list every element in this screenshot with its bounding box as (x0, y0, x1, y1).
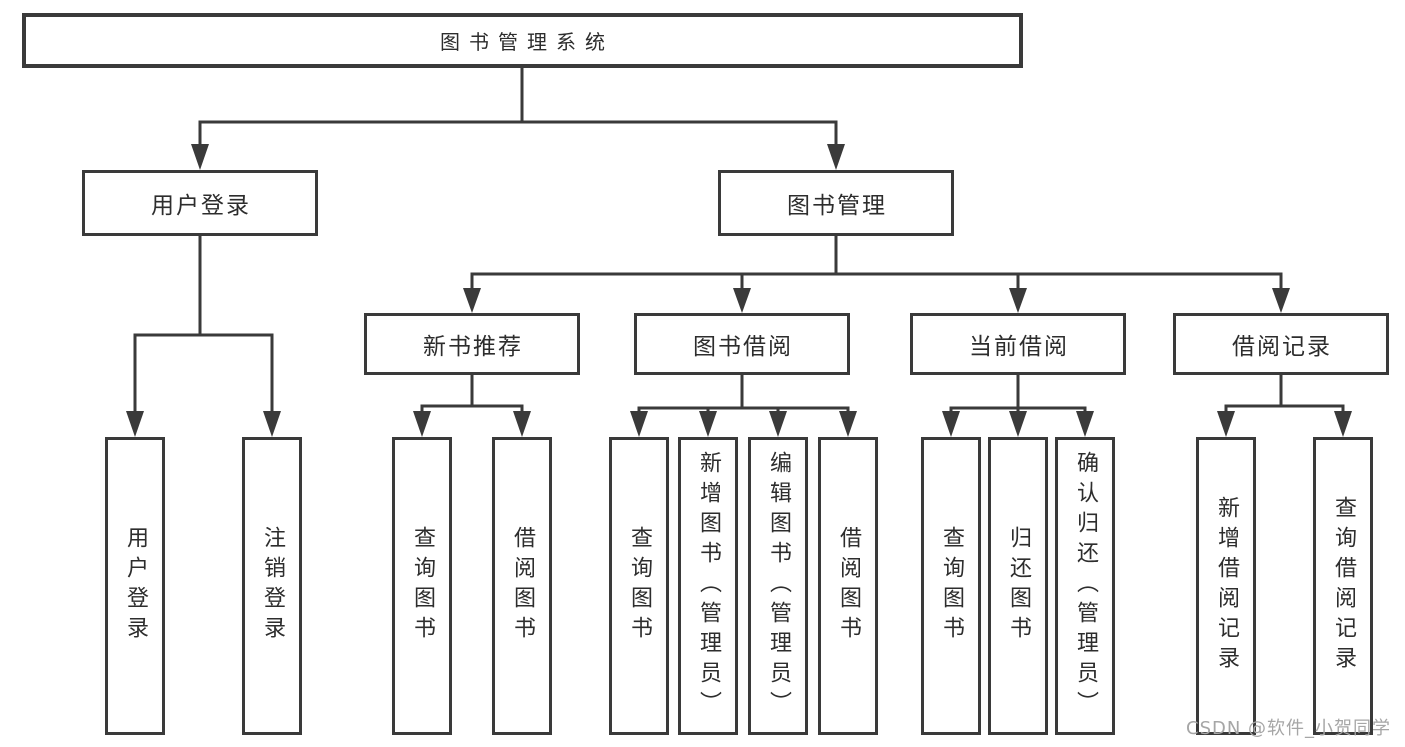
arrow-to-leaf-add-books-admin (699, 411, 717, 437)
arrow-to-user-login (191, 144, 209, 170)
arrow-to-book-management (827, 144, 845, 170)
arrow-to-leaf-query-books-borrowing (630, 411, 648, 437)
node-leaf-return-books: 归还图书 (988, 437, 1048, 735)
connector-new-book-recommend-children (420, 373, 524, 415)
connector-current-borrowing-children (949, 373, 1087, 415)
arrow-to-new-book-recommend (463, 288, 481, 313)
connector-borrowing-records-children (1224, 373, 1345, 415)
arrow-to-leaf-query-books-current (942, 411, 960, 437)
node-new-book-recommend: 新书推荐 (364, 313, 580, 375)
connector-book-borrowing-children (637, 373, 850, 415)
node-leaf-logout: 注销登录 (242, 437, 302, 735)
node-leaf-query-borrow-record: 查询借阅记录 (1313, 437, 1373, 735)
arrow-to-leaf-user-login (126, 411, 144, 437)
arrow-to-leaf-return-books (1009, 411, 1027, 437)
node-leaf-confirm-return-admin: 确认归还（管理员） (1055, 437, 1115, 735)
arrow-to-leaf-query-books-recommend (413, 411, 431, 437)
node-leaf-add-borrow-record: 新增借阅记录 (1196, 437, 1256, 735)
arrow-to-leaf-borrow-books-recommend (513, 411, 531, 437)
node-leaf-query-books-recommend: 查询图书 (392, 437, 452, 735)
arrow-to-current-borrowing (1009, 288, 1027, 313)
connector-root-to-level2 (198, 66, 838, 150)
arrow-to-leaf-add-borrow-record (1217, 411, 1235, 437)
arrow-to-leaf-confirm-return-admin (1076, 411, 1094, 437)
arrow-to-leaf-edit-books-admin (769, 411, 787, 437)
connector-book-management-children (470, 234, 1283, 292)
node-leaf-edit-books-admin: 编辑图书（管理员） (748, 437, 808, 735)
arrow-to-leaf-query-borrow-record (1334, 411, 1352, 437)
node-leaf-add-books-admin: 新增图书（管理员） (678, 437, 738, 735)
node-user-login: 用户登录 (82, 170, 318, 236)
node-leaf-borrow-books-recommend: 借阅图书 (492, 437, 552, 735)
node-leaf-user-login: 用户登录 (105, 437, 165, 735)
node-book-borrowing: 图书借阅 (634, 313, 850, 375)
node-leaf-borrow-books-borrowing: 借阅图书 (818, 437, 878, 735)
node-current-borrowing: 当前借阅 (910, 313, 1126, 375)
node-book-management: 图书管理 (718, 170, 954, 236)
connector-user-login-children (133, 234, 274, 415)
arrow-to-borrowing-records (1272, 288, 1290, 313)
node-root: 图书管理系统 (22, 13, 1023, 68)
arrow-to-leaf-logout (263, 411, 281, 437)
node-leaf-query-books-borrowing: 查询图书 (609, 437, 669, 735)
node-borrowing-records: 借阅记录 (1173, 313, 1389, 375)
arrow-to-book-borrowing (733, 288, 751, 313)
csdn-watermark: CSDN @软件_小贺同学 (1186, 718, 1392, 739)
node-leaf-query-books-current: 查询图书 (921, 437, 981, 735)
arrow-to-leaf-borrow-books-borrowing (839, 411, 857, 437)
